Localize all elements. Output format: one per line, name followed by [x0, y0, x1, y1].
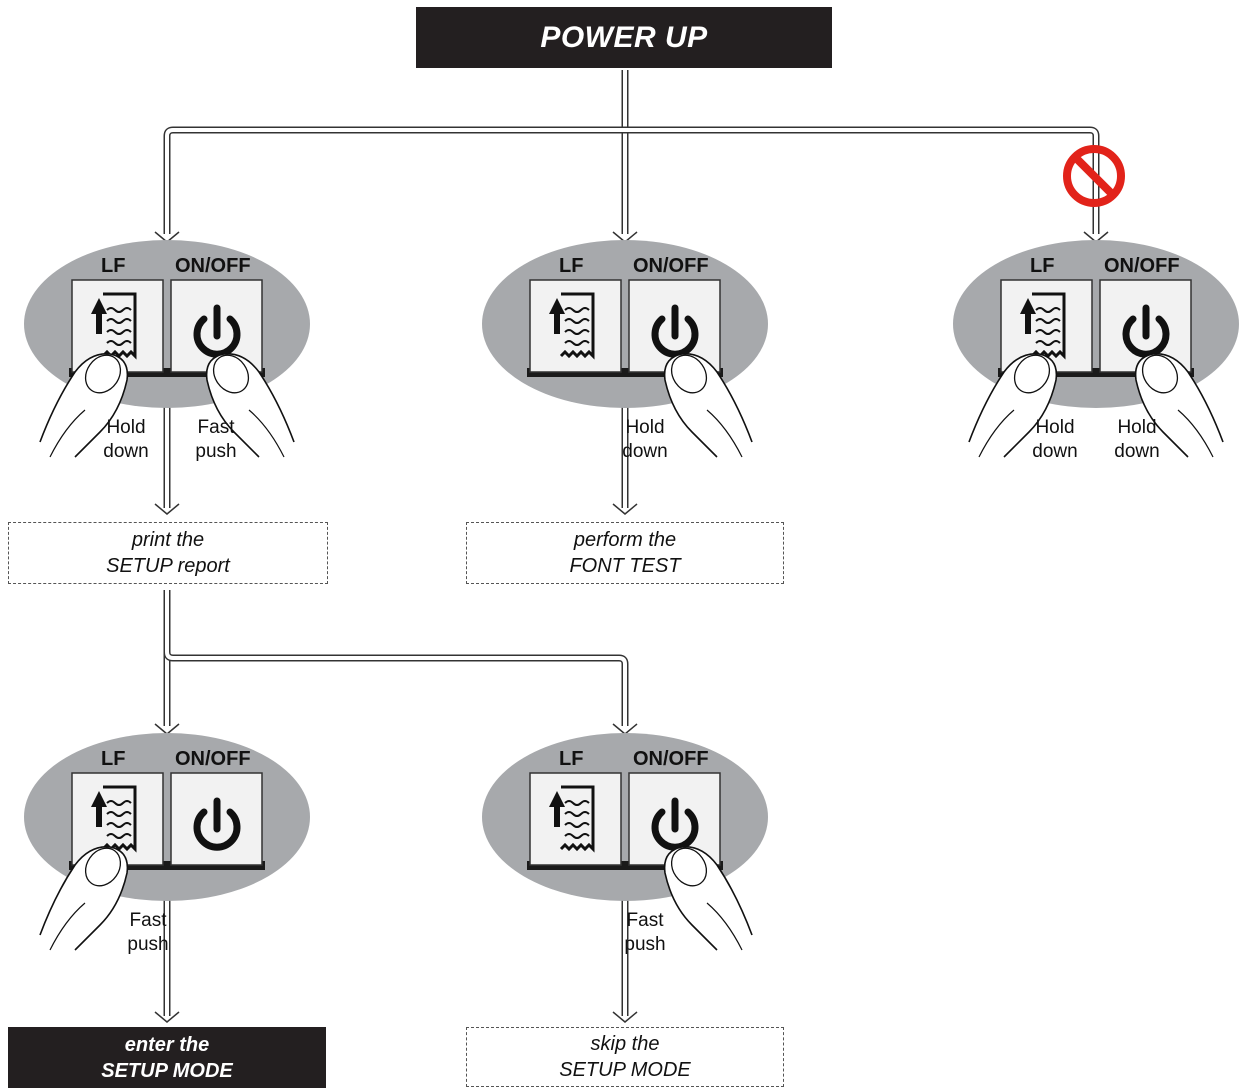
connector-line [163, 126, 1100, 234]
finger-icon [205, 353, 295, 458]
finger-icon [968, 353, 1058, 458]
onoff-label: ON/OFF [175, 748, 251, 770]
panel-oval [482, 733, 768, 901]
key-base [998, 368, 1194, 377]
key-base [69, 368, 265, 377]
line-feed-icon [549, 785, 595, 853]
panel-graphic [482, 240, 768, 458]
panel-graphic [953, 240, 1239, 458]
onoff-label: ON/OFF [1104, 255, 1180, 277]
outcome-line: FONT TEST [569, 555, 681, 577]
lf-label: LF [559, 255, 584, 277]
outcome-line: enter the [124, 1033, 210, 1056]
arrow-head-icon [154, 1011, 180, 1023]
panel-graphic [24, 240, 310, 458]
key-base [69, 861, 265, 870]
finger-icon [1134, 353, 1224, 458]
prohibited-icon [1063, 145, 1125, 207]
outcome-setup-report: print the SETUP report [8, 522, 328, 584]
power-icon [193, 797, 241, 851]
lf-label: LF [1030, 255, 1055, 277]
connector-line [163, 651, 629, 726]
key-base [527, 368, 723, 377]
lf-label: LF [101, 255, 126, 277]
outcome-line: SETUP report [106, 555, 230, 577]
panel-oval [953, 240, 1239, 408]
lf-label: LF [559, 748, 584, 770]
finger-icon [39, 353, 129, 458]
outcome-line: perform the [573, 529, 677, 551]
connector-line-inner [165, 651, 627, 726]
panel-graphic [482, 733, 768, 951]
lf-key[interactable] [529, 279, 622, 373]
outcome-line: print the [131, 529, 205, 551]
onoff-label: ON/OFF [633, 748, 709, 770]
outcome-enter-setup: enter the SETUP MODE [8, 1027, 326, 1088]
onoff-label: ON/OFF [175, 255, 251, 277]
panel-oval [482, 240, 768, 408]
finger-icon [663, 353, 753, 458]
arrow-head-icon [612, 1011, 638, 1023]
line-feed-icon [549, 292, 595, 360]
outcome-line: skip the [590, 1033, 660, 1055]
finger-icon [39, 846, 129, 951]
arrow-head-icon [154, 503, 180, 515]
power-icon [651, 304, 699, 358]
panel-oval [24, 733, 310, 901]
power-icon [651, 797, 699, 851]
outcome-skip-setup: skip the SETUP MODE [466, 1027, 784, 1087]
connector-line-inner [165, 128, 1098, 234]
panel-graphic [24, 733, 310, 951]
lf-label: LF [101, 748, 126, 770]
arrow-head-icon [612, 503, 638, 515]
onoff-label: ON/OFF [633, 255, 709, 277]
power-up-title: POWER UP [416, 7, 832, 68]
finger-icon [663, 846, 753, 951]
key-base [527, 861, 723, 870]
panel-oval [24, 240, 310, 408]
power-icon [1122, 304, 1170, 358]
outcome-line: SETUP MODE [101, 1059, 233, 1082]
outcome-line: SETUP MODE [559, 1059, 691, 1081]
outcome-font-test: perform the FONT TEST [466, 522, 784, 584]
power-icon [193, 304, 241, 358]
